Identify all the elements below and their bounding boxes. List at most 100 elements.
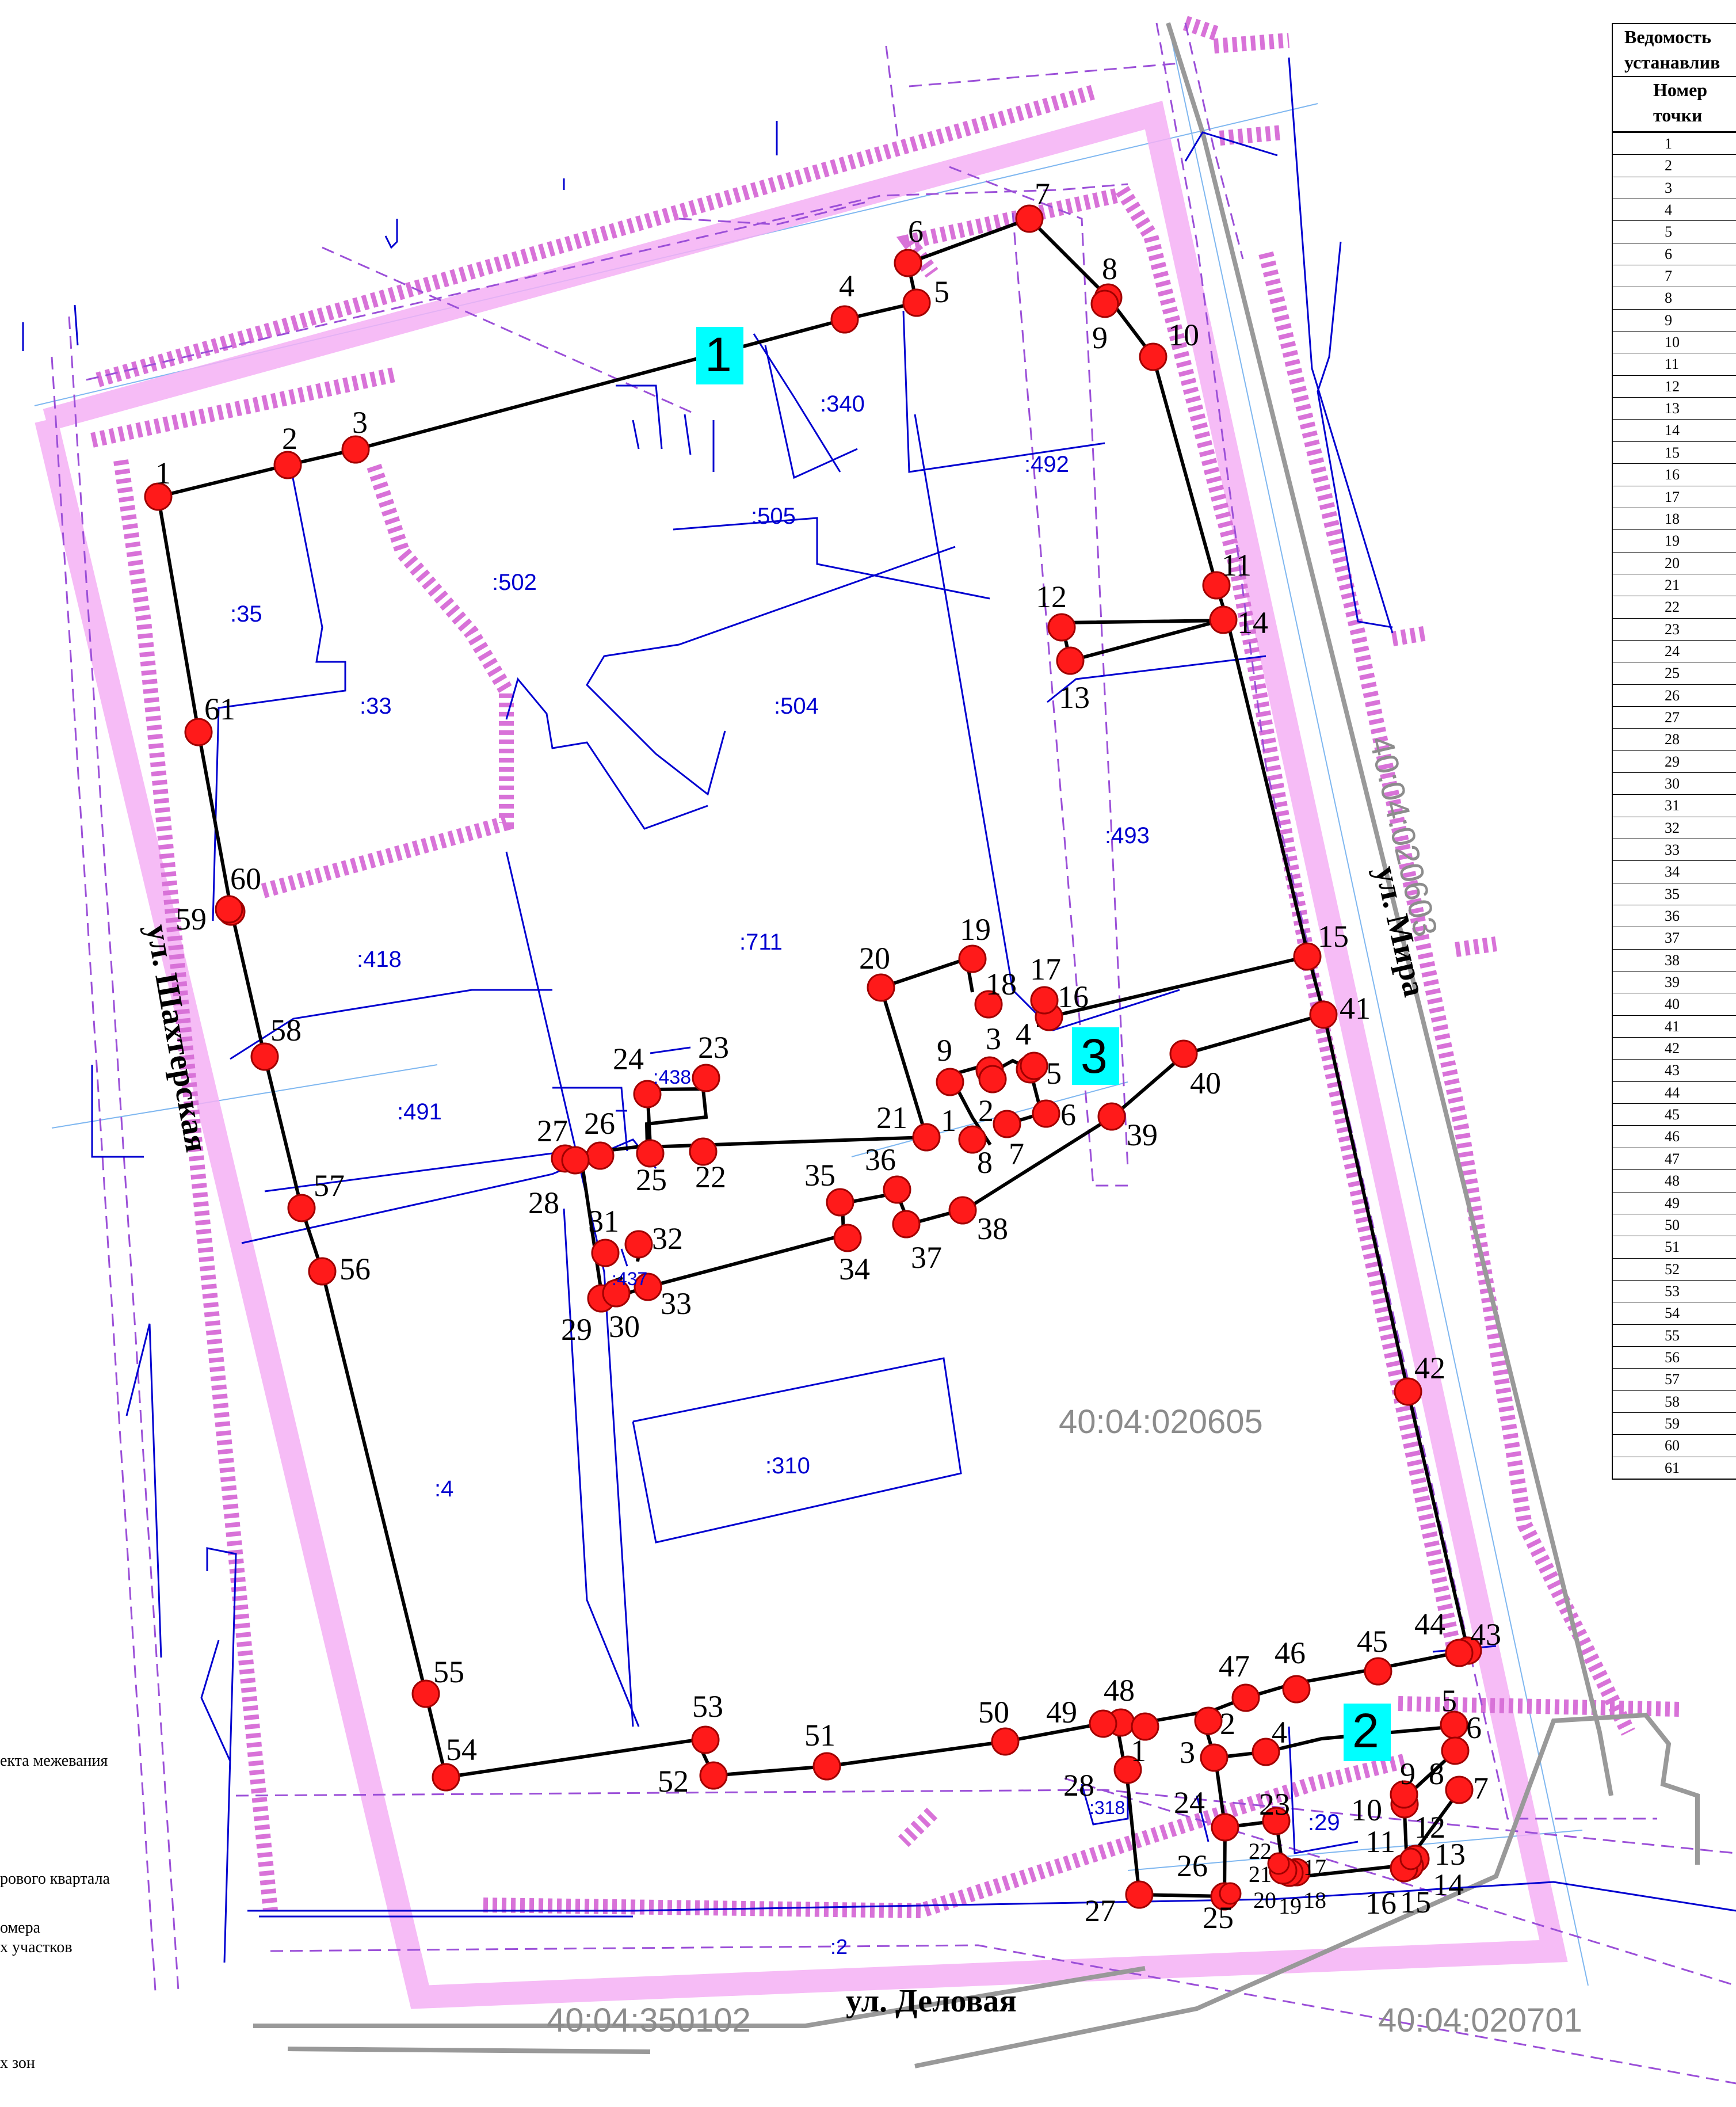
table-row: 41 bbox=[1613, 1015, 1736, 1037]
plot-label: :493 bbox=[1105, 823, 1150, 848]
point-label: 15 bbox=[1400, 1885, 1431, 1919]
table-row: 29 bbox=[1613, 750, 1736, 772]
table-row: 10 bbox=[1613, 331, 1736, 353]
point-label: 2 bbox=[282, 421, 297, 456]
point-label: 24 bbox=[1174, 1785, 1205, 1820]
point-label: 7 bbox=[1473, 1771, 1489, 1805]
table-row: 34 bbox=[1613, 860, 1736, 882]
point-label: 38 bbox=[977, 1211, 1008, 1246]
table-row: 39 bbox=[1613, 971, 1736, 993]
svg-text:1: 1 bbox=[705, 327, 732, 382]
point-label: 2 bbox=[1220, 1706, 1235, 1741]
point-label: 14 bbox=[1237, 605, 1268, 640]
table-row: 57 bbox=[1613, 1368, 1736, 1390]
point-label: 1 bbox=[941, 1103, 956, 1138]
point-label: 2 bbox=[978, 1093, 994, 1128]
point-label: 16 bbox=[1365, 1886, 1397, 1921]
table-row: 45 bbox=[1613, 1103, 1736, 1125]
point-label: 46 bbox=[1275, 1636, 1306, 1670]
legend-fragments: екта межевания рового квартала омера х у… bbox=[0, 1752, 110, 2072]
point-label: 16 bbox=[1058, 980, 1089, 1014]
point-label: 50 bbox=[978, 1695, 1009, 1729]
table-row: 33 bbox=[1613, 839, 1736, 860]
point-label: 18 bbox=[1303, 1887, 1326, 1913]
point-label: 34 bbox=[839, 1252, 870, 1286]
svg-text:3: 3 bbox=[1081, 1029, 1108, 1083]
zone-hatch bbox=[90, 16, 1681, 1919]
table-row: 43 bbox=[1613, 1059, 1736, 1081]
table-row: 55 bbox=[1613, 1324, 1736, 1346]
plot-label: :4 bbox=[434, 1476, 453, 1502]
table-row: 49 bbox=[1613, 1191, 1736, 1214]
table-row: 54 bbox=[1613, 1302, 1736, 1324]
boundary-lines bbox=[157, 216, 1470, 1899]
point-label: 26 bbox=[1177, 1849, 1208, 1883]
table-row: 14 bbox=[1613, 419, 1736, 441]
point-label: 3 bbox=[986, 1022, 1001, 1056]
plot-label: :491 bbox=[397, 1099, 442, 1125]
point-label: 52 bbox=[658, 1764, 689, 1799]
point-label: 28 bbox=[1063, 1768, 1094, 1803]
boundary-points bbox=[144, 204, 1482, 1911]
point-label: 4 bbox=[839, 269, 854, 303]
plot-label: :29 bbox=[1308, 1810, 1340, 1835]
legend-text: омера bbox=[0, 1919, 41, 1937]
point-label: 3 bbox=[1180, 1735, 1195, 1770]
table-row: 3 bbox=[1613, 176, 1736, 199]
point-label: 18 bbox=[986, 967, 1017, 1001]
point-label: 42 bbox=[1414, 1351, 1445, 1385]
point-label: 28 bbox=[528, 1186, 559, 1220]
table-row: 23 bbox=[1613, 618, 1736, 640]
point-label: 1 bbox=[155, 456, 171, 490]
table-row: 38 bbox=[1613, 948, 1736, 971]
point-label: 17 bbox=[1303, 1854, 1326, 1880]
table-row: 7 bbox=[1613, 265, 1736, 287]
point-label: 19 bbox=[960, 912, 991, 947]
plot-label: :318 bbox=[1089, 1797, 1125, 1818]
table-row: 52 bbox=[1613, 1258, 1736, 1280]
point-label: 24 bbox=[613, 1042, 644, 1076]
point-label: 37 bbox=[911, 1240, 942, 1275]
table-row: 9 bbox=[1613, 308, 1736, 331]
table-row: 36 bbox=[1613, 905, 1736, 927]
quarter-label-350102: 40:04:350102 bbox=[547, 2002, 751, 2039]
point-label: 11 bbox=[1222, 548, 1252, 582]
table-row: 6 bbox=[1613, 242, 1736, 265]
point-label: 10 bbox=[1168, 318, 1199, 352]
point-label: 12 bbox=[1414, 1810, 1445, 1845]
table-row: 5 bbox=[1613, 220, 1736, 242]
point-label: 49 bbox=[1046, 1695, 1077, 1729]
point-label: 5 bbox=[934, 275, 949, 309]
point-label: 13 bbox=[1059, 680, 1090, 715]
table-title-line: Ведомость bbox=[1624, 26, 1711, 47]
point-label: 22 bbox=[695, 1160, 726, 1194]
point-label: 27 bbox=[537, 1114, 568, 1148]
point-label: 19 bbox=[1279, 1893, 1302, 1919]
table-row: 18 bbox=[1613, 507, 1736, 529]
point-label: 5 bbox=[1046, 1056, 1062, 1091]
point-label: 31 bbox=[588, 1204, 619, 1239]
legend-text: екта межевания bbox=[0, 1752, 108, 1770]
street-label-delovaya: ул. Деловая bbox=[846, 1983, 1017, 2019]
table-row: 51 bbox=[1613, 1236, 1736, 1258]
plot-label: :35 bbox=[230, 601, 262, 627]
plot-label: :310 bbox=[765, 1453, 810, 1479]
table-row: 32 bbox=[1613, 816, 1736, 839]
point-label: 53 bbox=[692, 1689, 723, 1724]
plot-label: :711 bbox=[739, 929, 783, 955]
column-header-line: точки bbox=[1653, 105, 1703, 125]
table-row: 61 bbox=[1613, 1456, 1736, 1479]
point-label: 36 bbox=[865, 1142, 896, 1177]
plot-lines bbox=[22, 57, 1736, 1963]
table-row: 17 bbox=[1613, 485, 1736, 508]
road-lines bbox=[253, 22, 1700, 2068]
area-label-2: 2 bbox=[1344, 1704, 1391, 1761]
plot-label: :504 bbox=[774, 694, 819, 719]
point-label: 32 bbox=[652, 1221, 683, 1256]
column-header-line: Номер bbox=[1653, 79, 1708, 100]
quarter-label-020605: 40:04:020605 bbox=[1059, 1403, 1263, 1441]
point-label: 12 bbox=[1036, 580, 1067, 614]
table-row: 24 bbox=[1613, 639, 1736, 662]
point-label: 21 bbox=[876, 1100, 907, 1135]
zone-band bbox=[35, 101, 1568, 2009]
